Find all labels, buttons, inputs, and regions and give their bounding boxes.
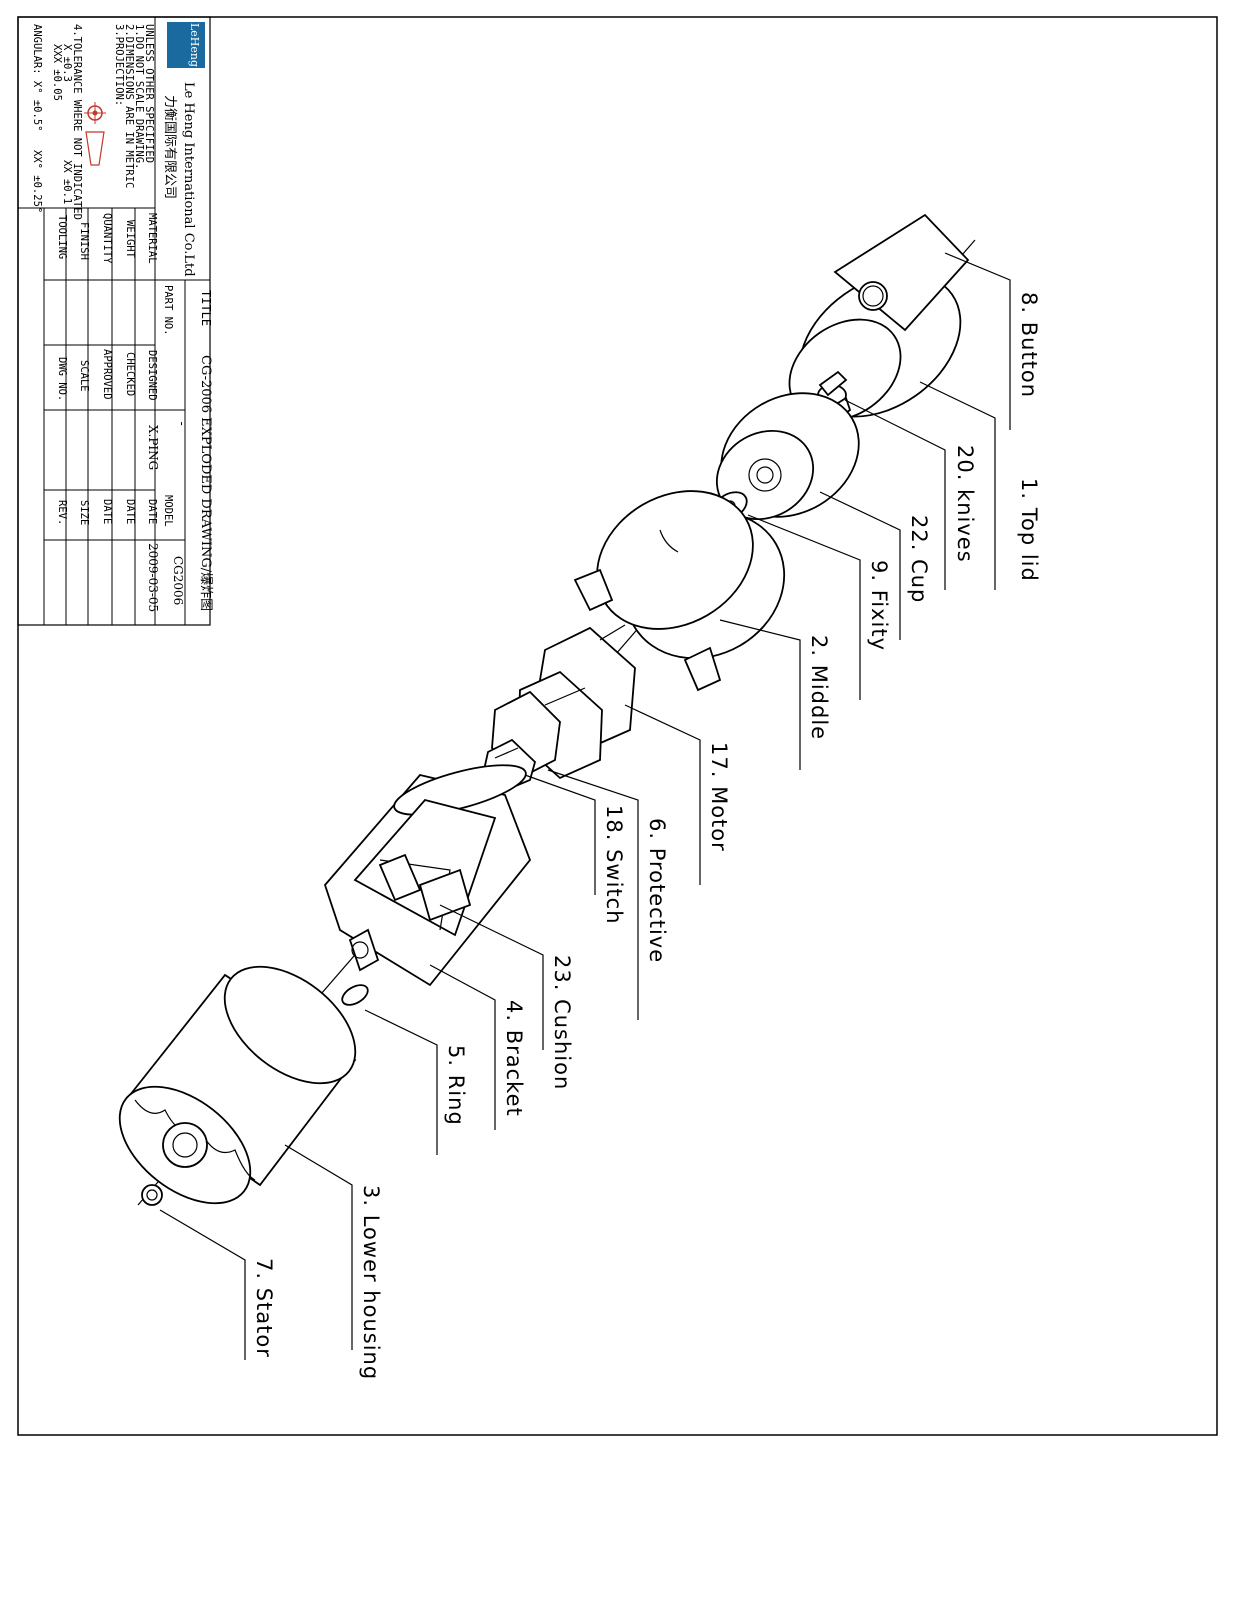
label-material: MATERIAL bbox=[146, 213, 158, 264]
label-quantity: QUANTITY bbox=[101, 213, 113, 264]
leader-middle bbox=[719, 619, 801, 770]
note-4: 3.PROJECTION: bbox=[113, 24, 125, 106]
leader-cup bbox=[819, 491, 901, 640]
leader-knives bbox=[844, 399, 946, 590]
callout-ring: 5. Ring bbox=[444, 1045, 468, 1126]
value-part-no: - bbox=[175, 420, 189, 427]
leader-cushion bbox=[439, 904, 544, 1050]
callout-middle: 2. Middle bbox=[807, 635, 831, 740]
parts-illustration: 8. Button 1. Top lid 20. knives 22. Cup … bbox=[118, 213, 1041, 1380]
label-finish: FINISH bbox=[78, 222, 90, 260]
leader-motor bbox=[624, 704, 701, 885]
callout-fixity: 9. Fixity bbox=[867, 560, 891, 651]
tol-x: X ±0.3 bbox=[61, 44, 73, 82]
label-part-no: PART NO. bbox=[162, 285, 174, 336]
callout-switch: 18. Switch bbox=[602, 805, 626, 925]
stator-part bbox=[141, 1184, 163, 1206]
leader-ring bbox=[364, 1009, 438, 1155]
label-tooling: TOOLING bbox=[56, 215, 68, 259]
title-block: LeHeng Le Heng International Co.Ltd 力衡国际… bbox=[17, 16, 213, 626]
callout-bracket: 4. Bracket bbox=[502, 1000, 526, 1117]
label-approved: APPROVED bbox=[101, 349, 113, 400]
ring-part bbox=[341, 928, 380, 1006]
label-model: MODEL bbox=[162, 495, 174, 527]
projection-symbol bbox=[84, 102, 106, 166]
value-designer: X.PING bbox=[146, 425, 160, 470]
leader-protective bbox=[547, 769, 639, 1020]
note-1: UNLESS OTHER SPECIFIED bbox=[143, 24, 155, 163]
value-title: CG-2006 EXPLODED DRAWING/爆炸图 bbox=[198, 355, 213, 611]
value-date: 2009-03-05 bbox=[146, 543, 160, 612]
callout-button: 8. Button bbox=[1017, 292, 1041, 398]
callout-stator: 7. Stator bbox=[252, 1258, 276, 1358]
leader-fixity bbox=[747, 514, 861, 700]
label-designed: DESIGNED bbox=[146, 350, 158, 401]
tol-xx: XX ±0.1 bbox=[61, 160, 73, 204]
label-rev: REV. bbox=[56, 500, 68, 525]
bracket-part bbox=[323, 764, 532, 987]
note-2: 1.DO NOT SCALE DRAWING. bbox=[133, 24, 145, 169]
lower-housing-part bbox=[118, 965, 357, 1205]
sheet-border bbox=[17, 16, 1218, 1436]
tol-angular: ANGULAR: X° ±0.5° bbox=[31, 24, 43, 131]
callout-motor: 17. Motor bbox=[707, 742, 731, 852]
label-scale: SCALE bbox=[78, 360, 90, 392]
label-date-checked: DATE bbox=[124, 499, 136, 524]
callout-lower-housing: 3. Lower housing bbox=[359, 1185, 383, 1380]
middle-part bbox=[573, 490, 786, 692]
company-logo: LeHeng bbox=[167, 22, 205, 68]
label-size: SIZE bbox=[78, 500, 90, 525]
logo-text: LeHeng bbox=[188, 23, 201, 67]
leader-stator bbox=[159, 1209, 246, 1360]
company-name-en: Le Heng International Co.Ltd bbox=[181, 82, 196, 277]
label-date-approved: DATE bbox=[101, 499, 113, 524]
label-checked: CHECKED bbox=[124, 352, 136, 396]
callout-cup: 22. Cup bbox=[907, 515, 931, 603]
label-dwg-no: DWG NO. bbox=[56, 357, 68, 401]
tol-angular-xx: XX° ±0.25° bbox=[31, 150, 43, 213]
leader-button bbox=[944, 252, 1011, 430]
callout-knives: 20. knives bbox=[953, 445, 977, 563]
callout-cushion: 23. Cushion bbox=[550, 955, 574, 1090]
label-date: DATE bbox=[146, 499, 158, 524]
label-title: TITLE bbox=[199, 290, 213, 326]
label-weight: WEIGHT bbox=[124, 220, 136, 259]
leader-lower-housing bbox=[284, 1144, 353, 1350]
tol-xxx: XXX ±0.05 bbox=[51, 44, 63, 101]
leader-top-lid bbox=[919, 381, 996, 590]
callout-top-lid: 1. Top lid bbox=[1017, 478, 1041, 582]
company-name-cn: 力衡国际有限公司 bbox=[162, 95, 177, 199]
leader-switch bbox=[524, 774, 596, 895]
note-3: 2.DIMENSIONS ARE IN METRIC bbox=[123, 24, 135, 188]
callout-protective: 6. Protective bbox=[645, 818, 669, 963]
leader-bracket bbox=[429, 964, 496, 1130]
note-5: 4.TOLERANCE WHERE NOT INDICATED bbox=[71, 24, 83, 220]
value-model: CG2006 bbox=[171, 556, 185, 605]
